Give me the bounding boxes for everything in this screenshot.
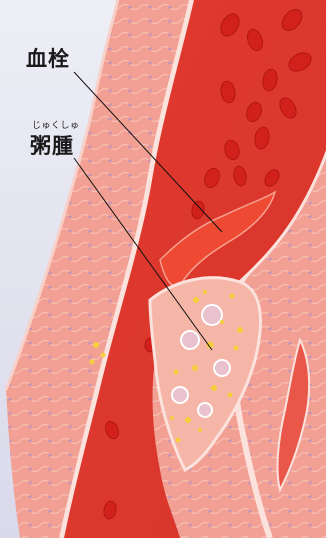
foam-cell: [202, 305, 222, 325]
foam-cell: [181, 331, 199, 349]
foam-cell: [172, 387, 188, 403]
foam-cell: [214, 360, 230, 376]
thrombus-label: 血栓: [26, 43, 70, 73]
atheroma-label: 粥腫: [30, 130, 74, 160]
foam-cell: [198, 403, 212, 417]
